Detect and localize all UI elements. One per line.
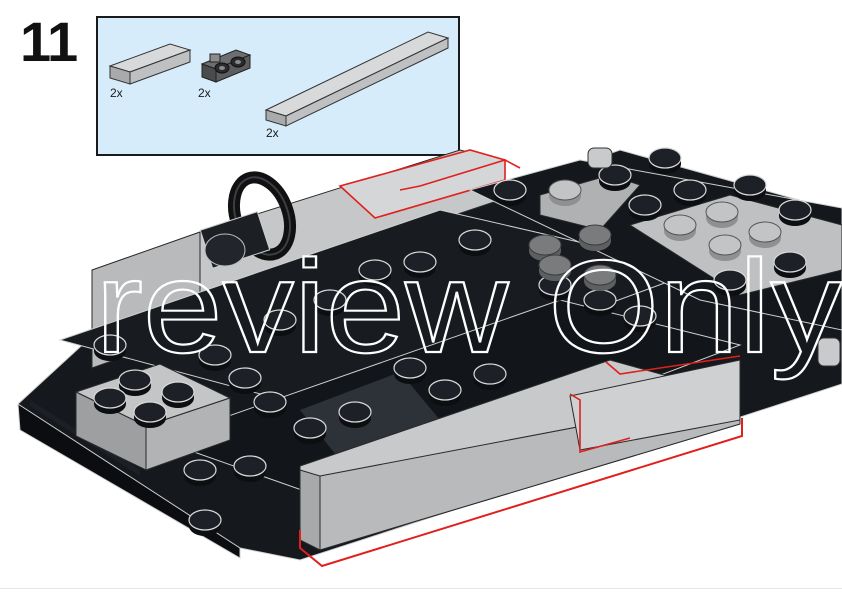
part-qty-label: 2x <box>110 86 123 100</box>
part-qty-label: 2x <box>266 126 279 140</box>
step-number: 11 <box>20 10 78 73</box>
pin-right <box>587 147 841 367</box>
parts-list-illustration <box>108 31 450 127</box>
page-divider <box>0 588 842 589</box>
parts-list-box: 2x 2x 2x <box>96 16 460 156</box>
highlighted-tile-front <box>299 355 743 568</box>
part-qty-label: 2x <box>198 86 211 100</box>
part-tile-1x2 <box>108 43 192 85</box>
side-panel-left <box>91 149 506 369</box>
part-tile-1x6 <box>264 31 450 127</box>
part-bracket-1x2 <box>200 49 252 83</box>
highlighted-tile-top <box>399 159 521 191</box>
steering-wheel <box>199 171 297 269</box>
